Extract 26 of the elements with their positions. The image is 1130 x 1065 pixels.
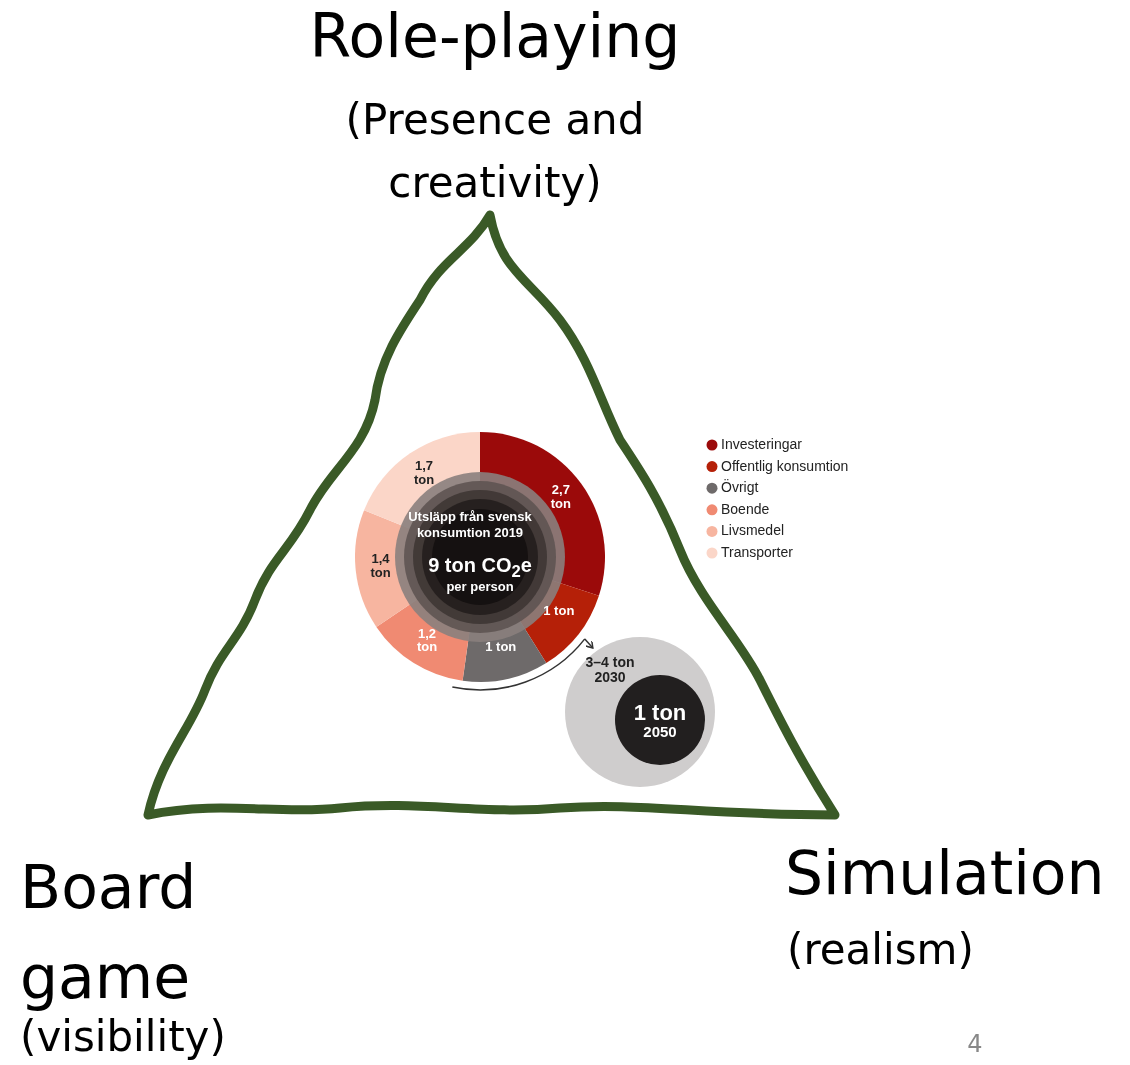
value-label: 1 ton: [484, 639, 518, 654]
value-label: 1 ton: [542, 603, 576, 618]
circle-text: 3–4 ton: [584, 655, 636, 670]
chart-title: Utsläpp från svensk konsumtion 2019: [407, 509, 533, 542]
subheading: (Presence and creativity): [344, 94, 646, 209]
legend-text: Övrigt: [721, 480, 759, 495]
legend-text: Livsmedel: [721, 523, 785, 539]
value-label: 1,2 ton: [415, 626, 439, 655]
value-text: per person: [445, 580, 515, 594]
subheading: (visibility): [20, 1015, 227, 1060]
circle-text: 2050: [642, 724, 678, 740]
circle-text: 2030: [593, 669, 627, 685]
legend-text: Offentlig konsumtion: [721, 458, 849, 474]
heading: Simulation: [785, 842, 1106, 905]
value-label: 1,4 ton: [369, 552, 392, 580]
value-label: 1,7 ton: [412, 459, 436, 487]
value-label: 2,7 ton: [549, 483, 572, 511]
circle-text: 1 ton: [632, 701, 688, 725]
heading: Role-playing: [308, 5, 682, 68]
value-text: 9 ton CO$_{2}$e: [427, 555, 533, 581]
page-number: 4: [966, 1032, 984, 1058]
legend-text: Transporter: [721, 545, 793, 560]
legend-text: Boende: [721, 501, 770, 517]
subheading: (realism): [787, 928, 975, 973]
legend-text: Investeringar: [721, 437, 802, 452]
heading: Board game: [20, 851, 198, 1014]
